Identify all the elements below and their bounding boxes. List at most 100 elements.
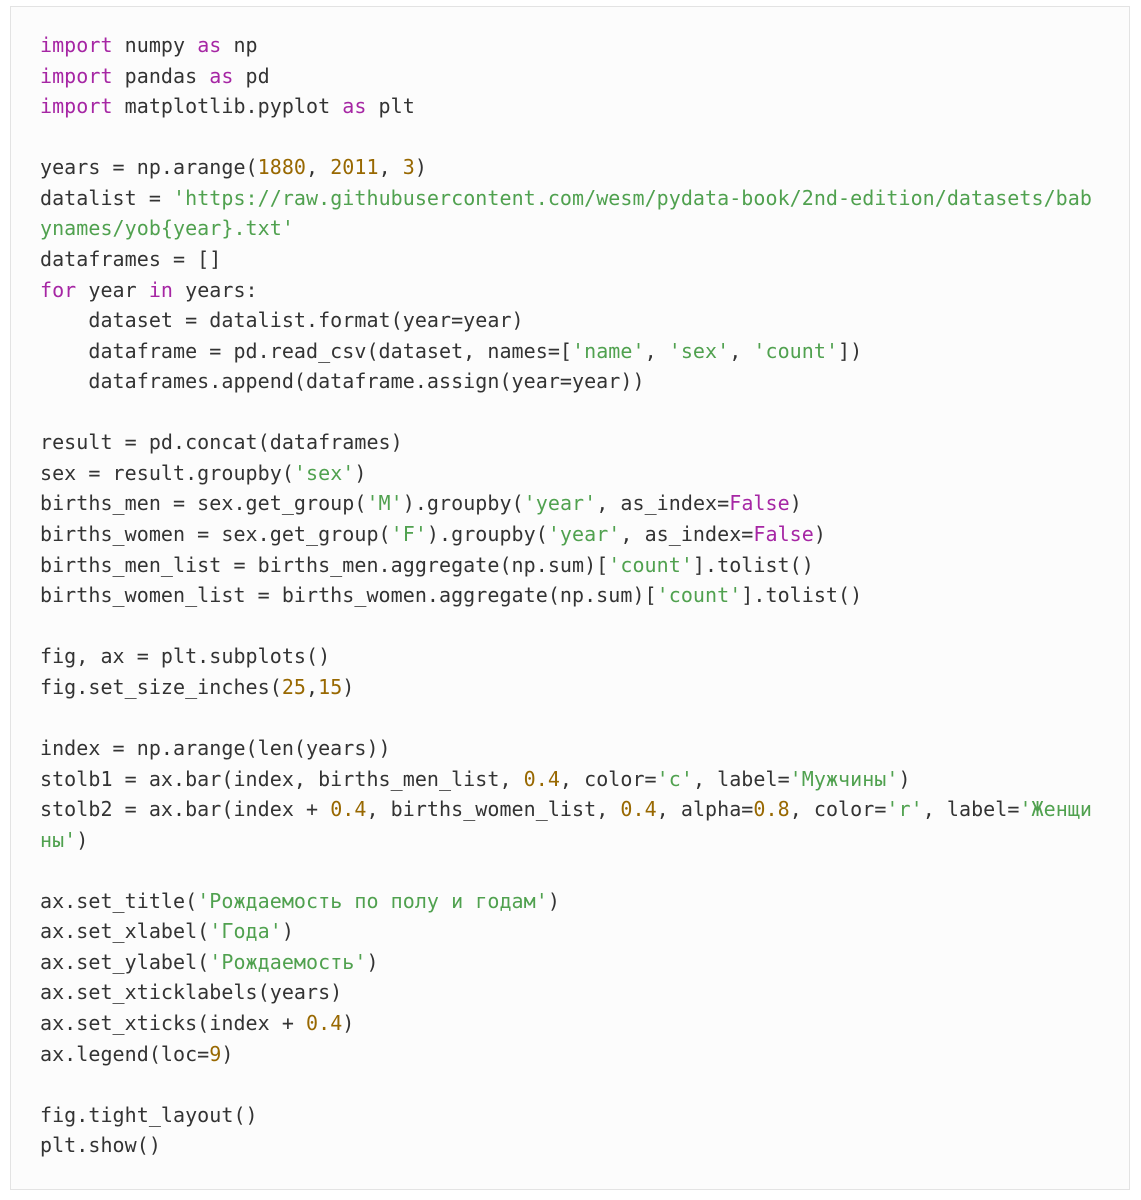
blank-line [40,702,1129,733]
code-token: sex = result.groupby( [40,460,294,485]
code-line: ynames/yob{year}.txt' [40,213,1129,244]
code-line: ax.set_xlabel('Года') [40,916,1129,947]
code-token: stolb2 = ax.bar(index + [40,797,331,822]
number-token: 2011 [330,155,379,180]
code-token: , [306,674,319,699]
code-token: ax.set_title( [40,888,198,913]
keyword-token: as [197,33,222,57]
code-line: stolb2 = ax.bar(index + 0.4, births_wome… [40,794,1129,825]
code-line: plt.show() [40,1130,1129,1161]
code-token: np [221,33,258,57]
string-token: 'Рождаемость по полу и годам' [197,888,548,913]
number-token: 0.4 [306,1011,343,1035]
code-token: , label= [922,797,1020,822]
code-token: datalist = [40,185,174,210]
string-token: 'sex' [668,338,730,363]
code-line: ны') [40,825,1129,856]
keyword-token: import [40,94,113,119]
string-token: 'name' [572,338,645,363]
code-token: births_men_list = births_men.aggregate(n… [40,552,609,577]
code-token: births_men = sex.get_group( [40,491,367,516]
keyword-token: in [148,277,174,302]
number-token: 3 [402,155,415,180]
string-token: 'year' [523,491,597,516]
number-token: 0.4 [330,797,367,822]
string-token: ны' [40,827,77,852]
code-token: births_women = sex.get_group( [40,522,391,546]
code-token: matplotlib.pyplot [112,94,343,119]
keyword-token: as [209,63,234,88]
code-line: ax.set_ylabel('Рождаемость') [40,947,1129,978]
keyword-token: import [40,33,113,57]
number-token: 9 [209,1041,222,1066]
code-token: ax.set_ylabel( [40,949,210,974]
blank-line [40,855,1129,886]
code-token: ) [221,1041,234,1066]
blank-line [40,397,1129,428]
code-token: ) [281,919,294,944]
code-token: , color= [789,797,887,822]
code-token: , [644,338,669,363]
number-token: 15 [318,674,343,699]
code-line: result = pd.concat(dataframes) [40,427,1129,458]
code-token: years: [173,277,258,302]
code-token: index = np.arange(len(years)) [40,735,391,760]
code-token: stolb1 = ax.bar(index, births_men_list, [40,766,524,791]
number-token: 0.8 [753,797,790,822]
keyword-token: False [729,491,790,516]
code-line: import matplotlib.pyplot as plt [40,91,1129,122]
string-token: 'count' [656,583,742,608]
code-line: fig.set_size_inches(25,15) [40,672,1129,703]
code-line: births_men = sex.get_group('M').groupby(… [40,488,1129,519]
code-token: ].tolist() [692,552,814,577]
code-token: ) [366,949,379,974]
code-token: , [306,155,331,180]
code-token: births_women_list = births_women.aggrega… [40,583,657,608]
code-line: sex = result.groupby('sex') [40,458,1129,489]
number-token: 25 [281,674,307,699]
keyword-token: as [342,94,367,119]
code-line: import numpy as np [40,30,1129,61]
code-token: dataframes = [] [40,246,222,271]
keyword-token: False [753,522,814,546]
code-line: import pandas as pd [40,61,1129,92]
code-token: , label= [692,766,790,791]
blank-line [40,122,1129,153]
code-token: , [729,338,754,363]
code-token: year [76,277,149,302]
string-token: 'count' [753,338,839,363]
string-token: 'year' [547,522,621,546]
code-token: , as_index= [620,522,754,546]
string-token: 'Рождаемость' [209,949,367,974]
string-token: ynames/yob{year}.txt' [40,216,294,241]
code-line: for year in years: [40,275,1129,306]
blank-line [40,611,1129,642]
code-line: ax.set_xticklabels(years) [40,977,1129,1008]
keyword-token: import [40,63,113,88]
code-token: fig.tight_layout() [40,1102,258,1127]
code-line: dataframes = [] [40,244,1129,275]
code-token: dataset = datalist.format(year=year) [40,308,524,333]
code-token: dataframes.append(dataframe.assign(year=… [40,369,645,394]
code-token: , [378,155,403,180]
code-line: datalist = 'https://raw.githubuserconten… [40,183,1129,214]
string-token: 'c' [656,766,693,791]
code-token: years = np.arange( [40,155,258,180]
code-token: pd [233,63,270,88]
code-line: births_men_list = births_men.aggregate(n… [40,550,1129,581]
code-token: ax.set_xlabel( [40,919,210,944]
code-token: ) [789,491,802,516]
code-token: result = pd.concat(dataframes) [40,430,403,455]
code-line: fig.tight_layout() [40,1100,1129,1131]
code-line: ax.set_title('Рождаемость по полу и года… [40,886,1129,917]
code-line: dataframe = pd.read_csv(dataset, names=[… [40,336,1129,367]
code-token: ) [342,1011,355,1035]
code-token: ) [342,674,355,699]
code-token: ax.set_xticklabels(years) [40,980,343,1005]
code-token: plt.show() [40,1133,161,1158]
code-line: dataset = datalist.format(year=year) [40,305,1129,336]
keyword-token: for [40,277,77,302]
code-token: plt [366,94,415,119]
